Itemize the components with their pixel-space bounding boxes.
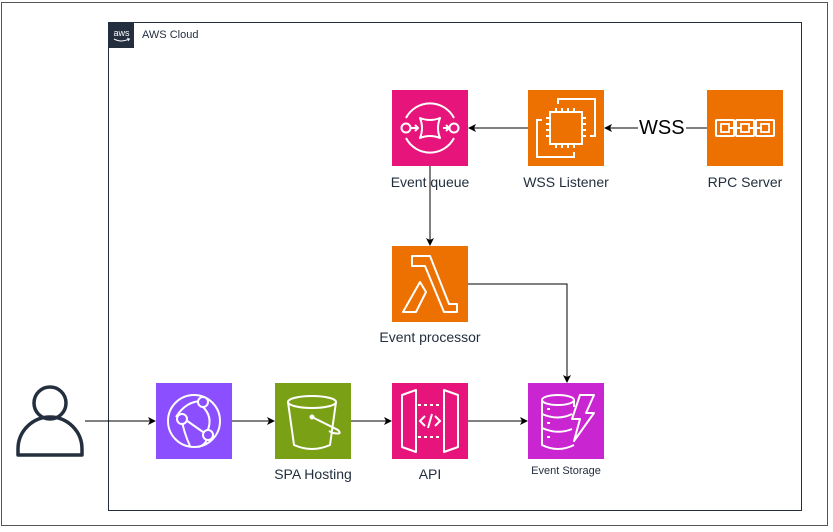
dynamodb-icon [541, 394, 595, 450]
rpc-server-node[interactable] [707, 90, 783, 166]
api-label: API [418, 466, 442, 482]
svg-text:aws: aws [113, 28, 130, 38]
event-processor-label: Event processor [379, 329, 481, 345]
canvas-border [1, 2, 828, 526]
aws-cloud-group[interactable]: aws AWS Cloud [108, 22, 802, 511]
api-gateway-icon [401, 389, 459, 453]
wss-listener-node[interactable] [528, 90, 604, 166]
sqs-icon [400, 102, 460, 154]
wss-listener-label: WSS Listener [523, 174, 609, 190]
aws-logo-icon: aws [109, 23, 134, 48]
cloudfront-icon [167, 394, 221, 448]
api-node[interactable] [392, 383, 468, 459]
event-queue-node[interactable] [392, 90, 468, 166]
user-icon [16, 385, 84, 457]
cloudfront-node[interactable] [156, 383, 232, 459]
event-queue-label: Event queue [390, 174, 470, 190]
rpc-server-label: RPC Server [707, 174, 783, 190]
spa-hosting-label: SPA Hosting [274, 466, 352, 482]
event-storage-label: Event Storage [531, 465, 601, 477]
edge-label-wss: WSS [638, 117, 686, 139]
ec2-icon [536, 98, 596, 158]
aws-cloud-title: AWS Cloud [142, 29, 199, 41]
s3-bucket-icon [287, 395, 341, 450]
user-node[interactable] [12, 381, 88, 457]
lambda-icon [402, 255, 458, 313]
spa-hosting-node[interactable] [275, 383, 351, 459]
event-storage-node[interactable] [528, 383, 604, 459]
event-processor-node[interactable] [392, 246, 468, 322]
blockchain-icon [715, 119, 775, 137]
